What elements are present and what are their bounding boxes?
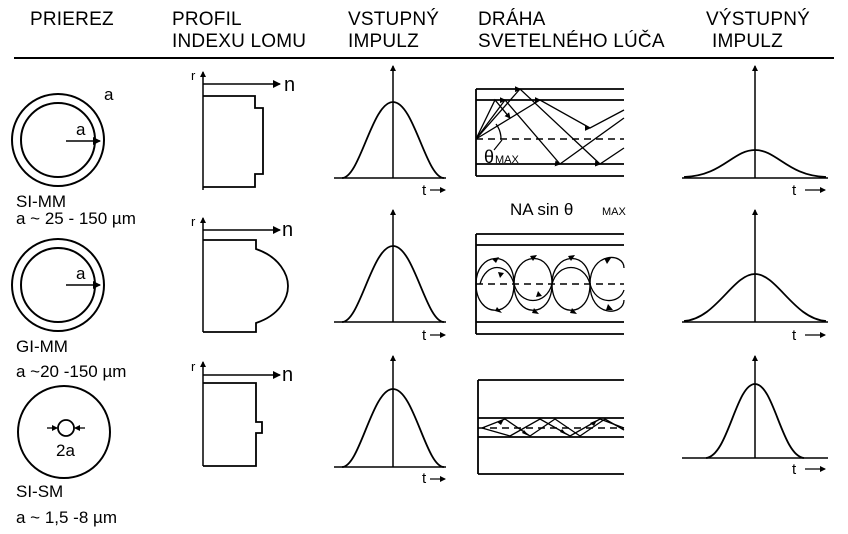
si-mm-profile-r-label: r bbox=[191, 68, 196, 83]
gi-mm-cladding bbox=[11, 238, 105, 332]
si-mm-ray-steep bbox=[475, 98, 511, 140]
si-sm-ray-1 bbox=[481, 418, 625, 437]
si-mm-output-pulse bbox=[683, 149, 827, 178]
si-sm-profile-r-label: r bbox=[191, 359, 196, 374]
row-gi-mm: a GI-MM a ~20 -150 µm r n t bbox=[11, 209, 828, 381]
gi-mm-profile-r-label: r bbox=[191, 214, 196, 229]
si-mm-profile-n-label: n bbox=[284, 74, 295, 96]
gi-mm-profile-n-label: n bbox=[282, 219, 293, 241]
si-mm-input-t-label: t bbox=[422, 182, 427, 199]
row-si-sm: 2a SI-SM a ~ 1,5 -8 µm r n t t bbox=[16, 355, 828, 527]
header-draha-line2: SVETELNÉHO LÚČA bbox=[478, 31, 665, 52]
si-mm-na-sub: MAX bbox=[602, 206, 627, 218]
si-mm-ray-low bbox=[475, 97, 625, 167]
header-vstupny-line2: IMPULZ bbox=[348, 31, 419, 52]
si-sm-profile-shape bbox=[203, 382, 263, 467]
si-sm-cladding bbox=[17, 385, 111, 479]
header-profil-line1: PROFIL bbox=[172, 9, 242, 30]
si-sm-input-pulse bbox=[341, 388, 445, 468]
si-mm-na-text: NA sin θ bbox=[510, 200, 573, 219]
header-prierez: PRIEREZ bbox=[30, 9, 114, 30]
si-mm-angle-sub: MAX bbox=[495, 154, 520, 166]
gi-mm-input-t-label: t bbox=[422, 327, 427, 344]
si-mm-angle-arc bbox=[495, 123, 502, 140]
si-sm-radius-label: 2a bbox=[56, 441, 75, 460]
si-sm-profile-n-label: n bbox=[282, 364, 293, 386]
gi-mm-size-label: a ~20 -150 µm bbox=[16, 362, 126, 381]
si-mm-outer-label: a bbox=[104, 85, 114, 104]
gi-mm-ray-arrows bbox=[492, 255, 613, 314]
header-vystupny-line2: IMPULZ bbox=[712, 31, 783, 52]
si-mm-ray-mid bbox=[475, 97, 625, 140]
header-profil-line2: INDEXU LOMU bbox=[172, 31, 307, 52]
si-mm-profile-shape bbox=[203, 95, 264, 188]
si-sm-output-pulse bbox=[705, 383, 805, 459]
gi-mm-ray-outer bbox=[475, 257, 625, 312]
si-sm-ray-2 bbox=[481, 418, 625, 437]
gi-mm-profile-shape bbox=[203, 239, 289, 333]
row-si-mm: a a SI-MM a ~ 25 - 150 µm r n t θ MAX NA… bbox=[11, 65, 828, 228]
header-draha-line1: DRÁHA bbox=[478, 9, 546, 30]
gi-mm-radius-label: a bbox=[76, 264, 86, 283]
si-sm-ray-arrows bbox=[497, 419, 597, 436]
gi-mm-output-pulse bbox=[683, 273, 827, 322]
gi-mm-ray-inner bbox=[479, 267, 625, 302]
si-sm-core bbox=[57, 419, 75, 437]
si-mm-type-label: SI-MM bbox=[16, 192, 66, 211]
gi-mm-input-pulse bbox=[341, 245, 445, 323]
si-mm-core bbox=[20, 102, 96, 178]
header-vystupny-line1: VÝSTUPNÝ bbox=[706, 9, 811, 30]
si-sm-size-label: a ~ 1,5 -8 µm bbox=[16, 508, 117, 527]
si-sm-output-t-label: t bbox=[792, 461, 797, 478]
gi-mm-type-label: GI-MM bbox=[16, 337, 68, 356]
si-mm-cladding bbox=[11, 93, 105, 187]
si-mm-radius-label: a bbox=[76, 120, 86, 139]
si-mm-input-pulse bbox=[341, 101, 445, 179]
gi-mm-output-t-label: t bbox=[792, 327, 797, 344]
si-mm-output-t-label: t bbox=[792, 182, 797, 199]
header-vstupny-line1: VSTUPNÝ bbox=[348, 9, 440, 30]
si-sm-type-label: SI-SM bbox=[16, 482, 63, 501]
si-mm-angle-symbol: θ bbox=[484, 147, 494, 167]
si-mm-size-label: a ~ 25 - 150 µm bbox=[16, 209, 136, 228]
si-sm-input-t-label: t bbox=[422, 470, 427, 487]
si-mm-angle-pointer bbox=[493, 139, 503, 151]
